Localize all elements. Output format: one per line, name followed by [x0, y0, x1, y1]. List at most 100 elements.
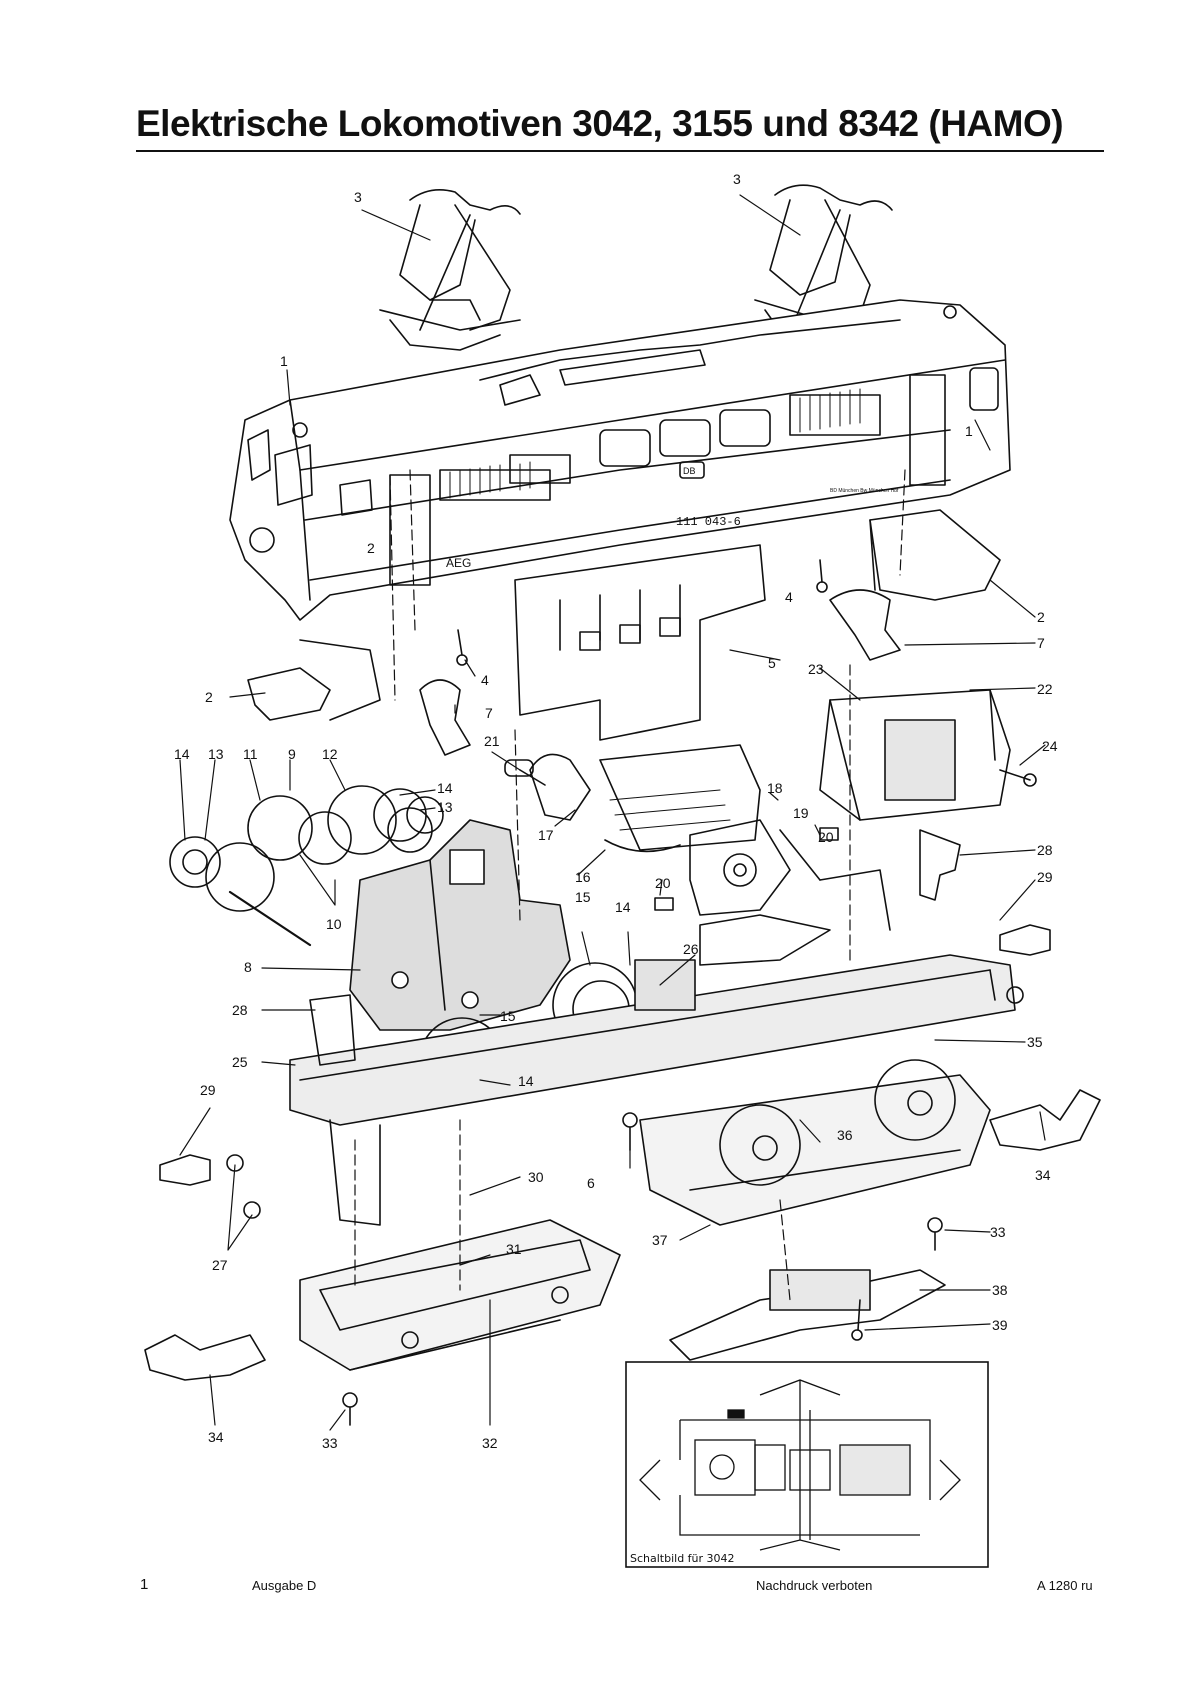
screw-4-right — [816, 559, 828, 593]
callout-1b: 1 — [965, 423, 973, 439]
callout-labels: 3 3 1 1 2 2 2 4 4 5 7 7 23 22 24 21 18 1… — [174, 171, 1058, 1451]
document-code: A 1280 ru — [1037, 1578, 1093, 1593]
gear-train — [169, 785, 444, 947]
contact-plate-28-right — [919, 829, 961, 901]
callout-33a: 33 — [990, 1224, 1006, 1240]
callout-2b: 2 — [205, 689, 213, 705]
callout-13a: 13 — [208, 746, 224, 762]
callout-34a: 34 — [208, 1429, 224, 1445]
screw-6 — [622, 1112, 638, 1151]
locomotive-body — [229, 299, 1011, 621]
callout-29a: 29 — [200, 1082, 216, 1098]
callout-7b: 7 — [485, 705, 493, 721]
callout-23: 23 — [808, 661, 824, 677]
contact-plate-28-left — [309, 994, 356, 1066]
marking-number: 111 043-6 — [676, 515, 741, 529]
callout-14d: 14 — [518, 1073, 534, 1089]
callout-12: 12 — [322, 746, 338, 762]
callout-39: 39 — [992, 1317, 1008, 1333]
callout-9: 9 — [288, 746, 296, 762]
callout-4a: 4 — [785, 589, 793, 605]
callout-25: 25 — [232, 1054, 248, 1070]
title-rule — [136, 150, 1104, 152]
assembly-guides — [354, 469, 906, 1301]
screw-33-front — [342, 1392, 358, 1426]
edition-label: Ausgabe D — [252, 1578, 317, 1593]
mount-bracket-right — [829, 589, 901, 661]
callout-3a: 3 — [354, 189, 362, 205]
callout-5: 5 — [768, 655, 776, 671]
lamp-rear — [999, 924, 1051, 956]
marking-depot: BD München Bw München Hbf — [830, 488, 899, 494]
circuit-board-26 — [634, 959, 696, 1011]
lamp-front — [159, 1154, 211, 1186]
marking-maker: AEG — [446, 556, 471, 570]
callout-36: 36 — [837, 1127, 853, 1143]
page-number: 1 — [140, 1576, 149, 1593]
brush-holder-21 — [504, 759, 546, 786]
underframe-bracket — [514, 544, 766, 741]
callout-2a: 2 — [367, 540, 375, 556]
marking-logo: DB — [683, 466, 696, 476]
callout-13b: 13 — [437, 799, 453, 815]
coupler-clip-left — [247, 639, 381, 721]
callout-27: 27 — [212, 1257, 228, 1273]
front-bogie — [299, 1219, 621, 1371]
rear-bogie — [639, 1059, 991, 1226]
pantograph-left — [379, 189, 521, 351]
callout-38: 38 — [992, 1282, 1008, 1298]
callout-29b: 29 — [1037, 869, 1053, 885]
page-title: Elektrische Lokomotiven 3042, 3155 und 8… — [136, 103, 1064, 144]
callout-8: 8 — [244, 959, 252, 975]
callout-17: 17 — [538, 827, 554, 843]
callout-14b: 14 — [174, 746, 190, 762]
callout-35: 35 — [1027, 1034, 1043, 1050]
screw-33-rear — [927, 1217, 943, 1251]
callout-28b: 28 — [1037, 842, 1053, 858]
mount-bracket-left — [419, 679, 471, 756]
gear-housing — [349, 819, 571, 1031]
screw-4-left — [456, 629, 468, 666]
callout-6: 6 — [587, 1175, 595, 1191]
callout-19: 19 — [793, 805, 809, 821]
callout-1a: 1 — [280, 353, 288, 369]
main-chassis — [289, 869, 1024, 1226]
callout-34b: 34 — [1035, 1167, 1051, 1183]
callout-4b: 4 — [481, 672, 489, 688]
schematic-caption: Schaltbild für 3042 — [630, 1552, 735, 1565]
callout-2c: 2 — [1037, 609, 1045, 625]
callout-14a: 14 — [615, 899, 631, 915]
wiring-schematic: Schaltbild für 3042 — [625, 1361, 989, 1568]
callout-32: 32 — [482, 1435, 498, 1451]
leader-lines — [179, 194, 1046, 1431]
coupler-rear — [989, 1089, 1101, 1151]
screw-39 — [851, 1299, 863, 1341]
coupler-front — [144, 1334, 266, 1381]
callout-37: 37 — [652, 1232, 668, 1248]
callout-31: 31 — [506, 1241, 522, 1257]
callout-20b: 20 — [655, 875, 671, 891]
callout-33b: 33 — [322, 1435, 338, 1451]
callout-15a: 15 — [575, 889, 591, 905]
callout-24: 24 — [1042, 738, 1058, 754]
callout-15b: 15 — [500, 1008, 516, 1024]
callout-16: 16 — [575, 869, 591, 885]
callout-11: 11 — [243, 746, 258, 762]
callout-7a: 7 — [1037, 635, 1045, 651]
bogie-pivot-38 — [669, 1269, 946, 1361]
callout-22: 22 — [1037, 681, 1053, 697]
callout-30: 30 — [528, 1169, 544, 1185]
coupler-clip-right — [869, 509, 1001, 601]
callout-26: 26 — [683, 941, 699, 957]
callout-10: 10 — [326, 916, 342, 932]
reversing-unit — [819, 689, 1037, 821]
callout-18: 18 — [767, 780, 783, 796]
callout-3b: 3 — [733, 171, 741, 187]
reprint-notice: Nachdruck verboten — [756, 1578, 873, 1593]
motor-assembly — [529, 744, 839, 916]
callout-20a: 20 — [818, 829, 834, 845]
callout-28a: 28 — [232, 1002, 248, 1018]
callout-14c: 14 — [437, 780, 453, 796]
callout-21: 21 — [484, 733, 500, 749]
